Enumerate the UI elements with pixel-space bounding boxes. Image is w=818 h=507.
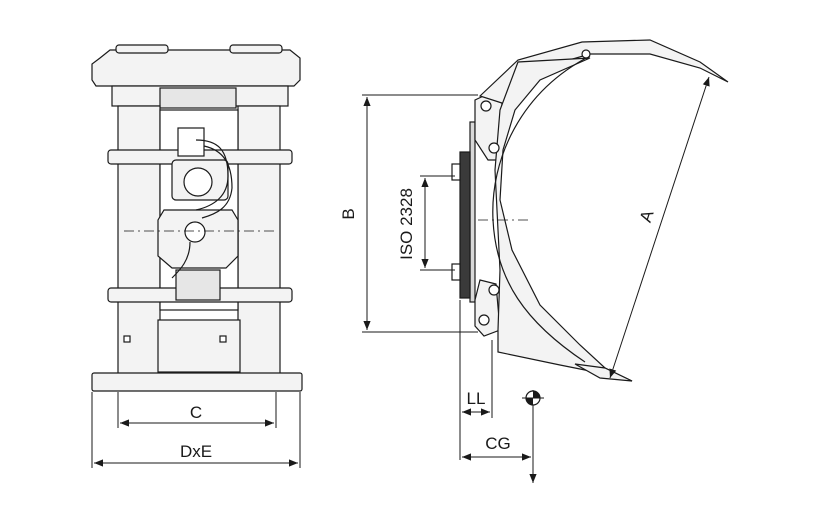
hook-upper: [451, 163, 461, 181]
swivel-joint: [184, 221, 206, 243]
pin-jaw: [581, 49, 591, 59]
slot-left: [123, 335, 131, 343]
dim-ll-label: LL: [467, 389, 486, 408]
dim-cg-label: CG: [485, 434, 511, 453]
top-lug-right: [229, 44, 283, 54]
rotator-motor: [183, 167, 213, 197]
pin-upper: [480, 100, 492, 112]
dim-iso-label: ISO 2328: [397, 188, 416, 260]
right-column: [237, 105, 281, 377]
side-view: [451, 39, 729, 382]
mount-plate: [469, 121, 476, 303]
top-lug-left: [115, 44, 169, 54]
slot-right: [219, 335, 227, 343]
base-plate: [91, 372, 303, 392]
valve-block: [177, 127, 205, 157]
dim-c-label: C: [190, 403, 202, 422]
dim-a-line: [609, 76, 710, 379]
dim-a-label: A: [636, 207, 658, 224]
pin-bottom: [478, 314, 490, 326]
hook-lower: [451, 263, 461, 281]
dim-dxe-label: DxE: [180, 442, 212, 461]
hose-1: [195, 139, 229, 211]
front-dimensions: [91, 392, 301, 468]
top-cap: [91, 49, 301, 87]
dim-b-label: B: [339, 208, 358, 219]
hose-2: [201, 145, 233, 219]
cg-symbol: [522, 390, 544, 406]
front-view: [91, 44, 303, 392]
pin-mid: [488, 142, 500, 154]
bucket-shell: [494, 57, 633, 382]
lower-block: [157, 319, 241, 373]
side-dimensions: [362, 76, 710, 483]
hose-3: [171, 241, 191, 279]
backing-plate: [459, 151, 471, 299]
pin-low: [488, 284, 500, 296]
manifold: [175, 269, 221, 301]
upper-center-block: [159, 87, 237, 109]
